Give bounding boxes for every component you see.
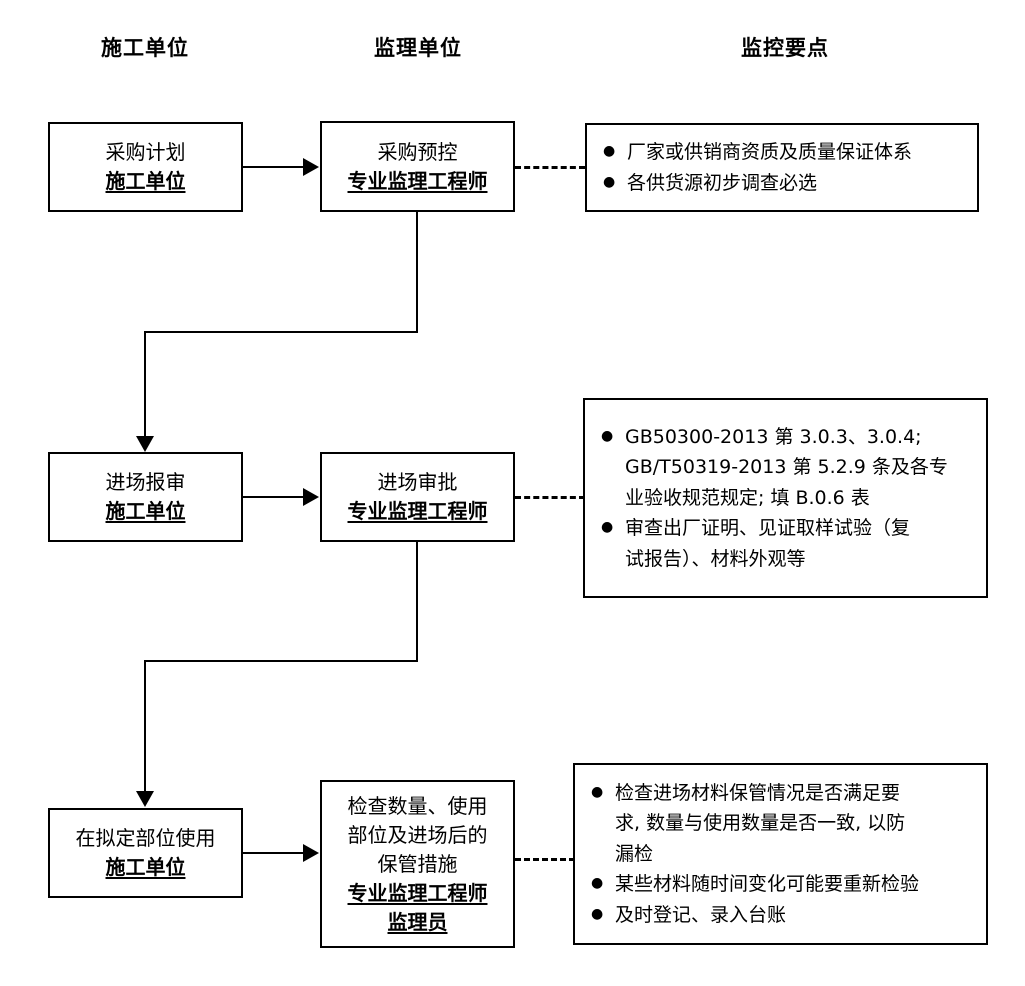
note-item: 各供货源初步调查必选: [603, 169, 963, 198]
arrowhead-row1-right: [303, 158, 319, 176]
note-item-continuation: 业验收规范规定; 填 B.0.6 表: [625, 486, 870, 509]
note-item-continuation: 漏检: [615, 842, 654, 865]
note-item: 某些材料随时间变化可能要重新检验: [591, 870, 972, 899]
dashed-connector-row2: [515, 496, 585, 499]
node-contractor-use-at-location[interactable]: 在拟定部位使用 施工单位: [48, 808, 243, 898]
note-item: 厂家或供销商资质及质量保证体系: [603, 138, 963, 167]
node-role-1: 专业监理工程师: [347, 880, 488, 905]
node-role: 专业监理工程师: [347, 168, 488, 193]
column-header-contractor: 施工单位: [101, 36, 189, 60]
node-supervisor-quantity-check[interactable]: 检查数量、使用 部位及进场后的 保管措施 专业监理工程师 监理员: [320, 780, 515, 948]
arrowhead-row3-right: [303, 844, 319, 862]
node-contractor-entry-report[interactable]: 进场报审 施工单位: [48, 452, 243, 542]
note-item-continuation: GB/T50319-2013 第 5.2.9 条及各专: [625, 456, 948, 479]
node-supervisor-purchase-precontrol[interactable]: 采购预控 专业监理工程师: [320, 121, 515, 212]
node-title-line-3: 保管措施: [377, 851, 458, 876]
notes-box-row1: 厂家或供销商资质及质量保证体系 各供货源初步调查必选: [585, 123, 979, 212]
note-item-continuation: 求, 数量与使用数量是否一致, 以防: [615, 812, 906, 835]
column-header-supervisor: 监理单位: [374, 36, 462, 60]
node-title: 在拟定部位使用: [75, 826, 216, 850]
dashed-connector-row3: [515, 858, 575, 861]
node-role-2: 监理员: [387, 909, 448, 934]
node-role: 施工单位: [105, 499, 186, 523]
node-title: 采购预控: [377, 139, 458, 164]
node-role: 施工单位: [105, 169, 186, 193]
connector-seg-down-3: [416, 542, 418, 662]
connector-row1-contractor-to-supervisor: [243, 166, 305, 168]
connector-seg-left-2: [144, 660, 418, 662]
node-supervisor-entry-approval[interactable]: 进场审批 专业监理工程师: [320, 452, 515, 542]
note-item: 及时登记、录入台账: [591, 901, 972, 930]
connector-seg-down-1: [416, 212, 418, 333]
column-header-control-points: 监控要点: [741, 36, 829, 60]
node-title: 进场报审: [105, 470, 186, 494]
arrowhead-row3-down: [136, 791, 154, 807]
node-title: 进场审批: [377, 470, 458, 494]
node-title-line-2: 部位及进场后的: [347, 822, 488, 847]
note-item-continuation: 试报告）、材料外观等: [625, 547, 806, 570]
dashed-connector-row1: [515, 166, 585, 169]
node-role: 专业监理工程师: [347, 499, 488, 523]
connector-row3-contractor-to-supervisor: [243, 852, 305, 854]
node-role: 施工单位: [105, 855, 186, 879]
connector-row2-contractor-to-supervisor: [243, 496, 305, 498]
node-title: 采购计划: [105, 140, 186, 164]
connector-seg-down-4: [144, 660, 146, 795]
note-item: 检查进场材料保管情况是否满足要: [591, 779, 972, 808]
notes-box-row3: 检查进场材料保管情况是否满足要 求, 数量与使用数量是否一致, 以防 漏检 某些…: [573, 763, 988, 945]
arrowhead-row2-right: [303, 488, 319, 506]
node-title-line-1: 检查数量、使用: [347, 793, 488, 818]
arrowhead-row2-down: [136, 436, 154, 452]
notes-box-row2: GB50300-2013 第 3.0.3、3.0.4; GB/T50319-20…: [583, 398, 988, 598]
note-item: GB50300-2013 第 3.0.3、3.0.4;: [601, 423, 972, 452]
connector-seg-left-1: [144, 331, 418, 333]
note-item: 审查出厂证明、见证取样试验（复: [601, 514, 972, 543]
node-contractor-purchase-plan[interactable]: 采购计划 施工单位: [48, 122, 243, 212]
connector-seg-down-2: [144, 331, 146, 440]
